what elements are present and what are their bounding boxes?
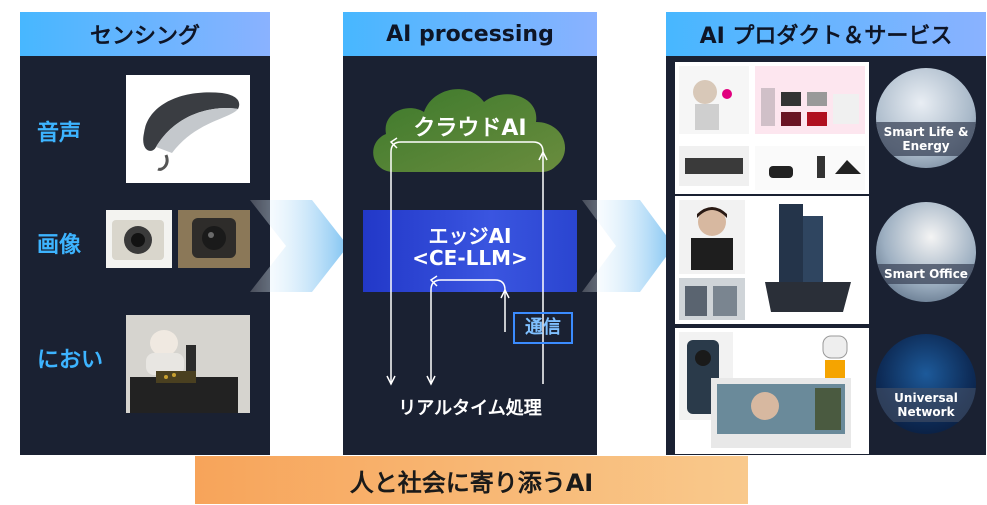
universal-network-circle: Universal Network xyxy=(876,334,976,434)
communication-badge: 通信 xyxy=(513,312,573,344)
flow-arrow-2 xyxy=(582,200,674,292)
edge-ai-label: エッジAI xyxy=(428,224,512,248)
smart-office-circle: Smart Office xyxy=(876,202,976,302)
sensing-header: センシング xyxy=(20,12,270,56)
products-row-2 xyxy=(675,196,869,324)
smart-life-label-2: Energy xyxy=(902,139,950,153)
neck-speaker-image xyxy=(126,75,250,183)
smart-life-energy-circle: Smart Life & Energy xyxy=(876,68,976,168)
label-voice: 音声 xyxy=(37,121,82,146)
cloud-ai-label: クラウドAI xyxy=(413,116,527,141)
cloud-shape xyxy=(373,89,566,172)
processing-flow-lines xyxy=(386,137,548,386)
bottom-banner: 人と社会に寄り添うAI xyxy=(195,456,748,504)
edge-ai-box xyxy=(363,210,577,292)
odor-sensor-image xyxy=(126,315,250,413)
universal-network-label-1: Universal xyxy=(894,391,958,405)
products-header: AI プロダクト＆サービス xyxy=(666,12,986,56)
sensing-panel: センシング 音声 画像 におい xyxy=(20,12,270,455)
camera-module-image-1 xyxy=(106,210,172,268)
products-row-1 xyxy=(675,62,869,194)
banner-text: 人と社会に寄り添うAI xyxy=(349,468,594,497)
camera-module-image-2 xyxy=(178,210,250,268)
processing-panel: AI processing クラウドAI エッジAI <CE-LLM> xyxy=(343,12,597,455)
universal-network-label-2: Network xyxy=(897,405,955,419)
processing-header: AI processing xyxy=(343,12,597,56)
label-image: 画像 xyxy=(37,233,82,258)
smart-office-label: Smart Office xyxy=(884,267,968,281)
label-smell: におい xyxy=(37,348,104,373)
edge-ai-model-label: <CE-LLM> xyxy=(412,246,528,270)
products-panel: AI プロダクト＆サービス Smart Life & Energy xyxy=(666,12,986,455)
flow-arrow-1 xyxy=(250,200,348,292)
smart-life-label-1: Smart Life & xyxy=(883,125,969,139)
products-row-3 xyxy=(675,328,869,454)
realtime-label: リアルタイム処理 xyxy=(398,398,542,419)
